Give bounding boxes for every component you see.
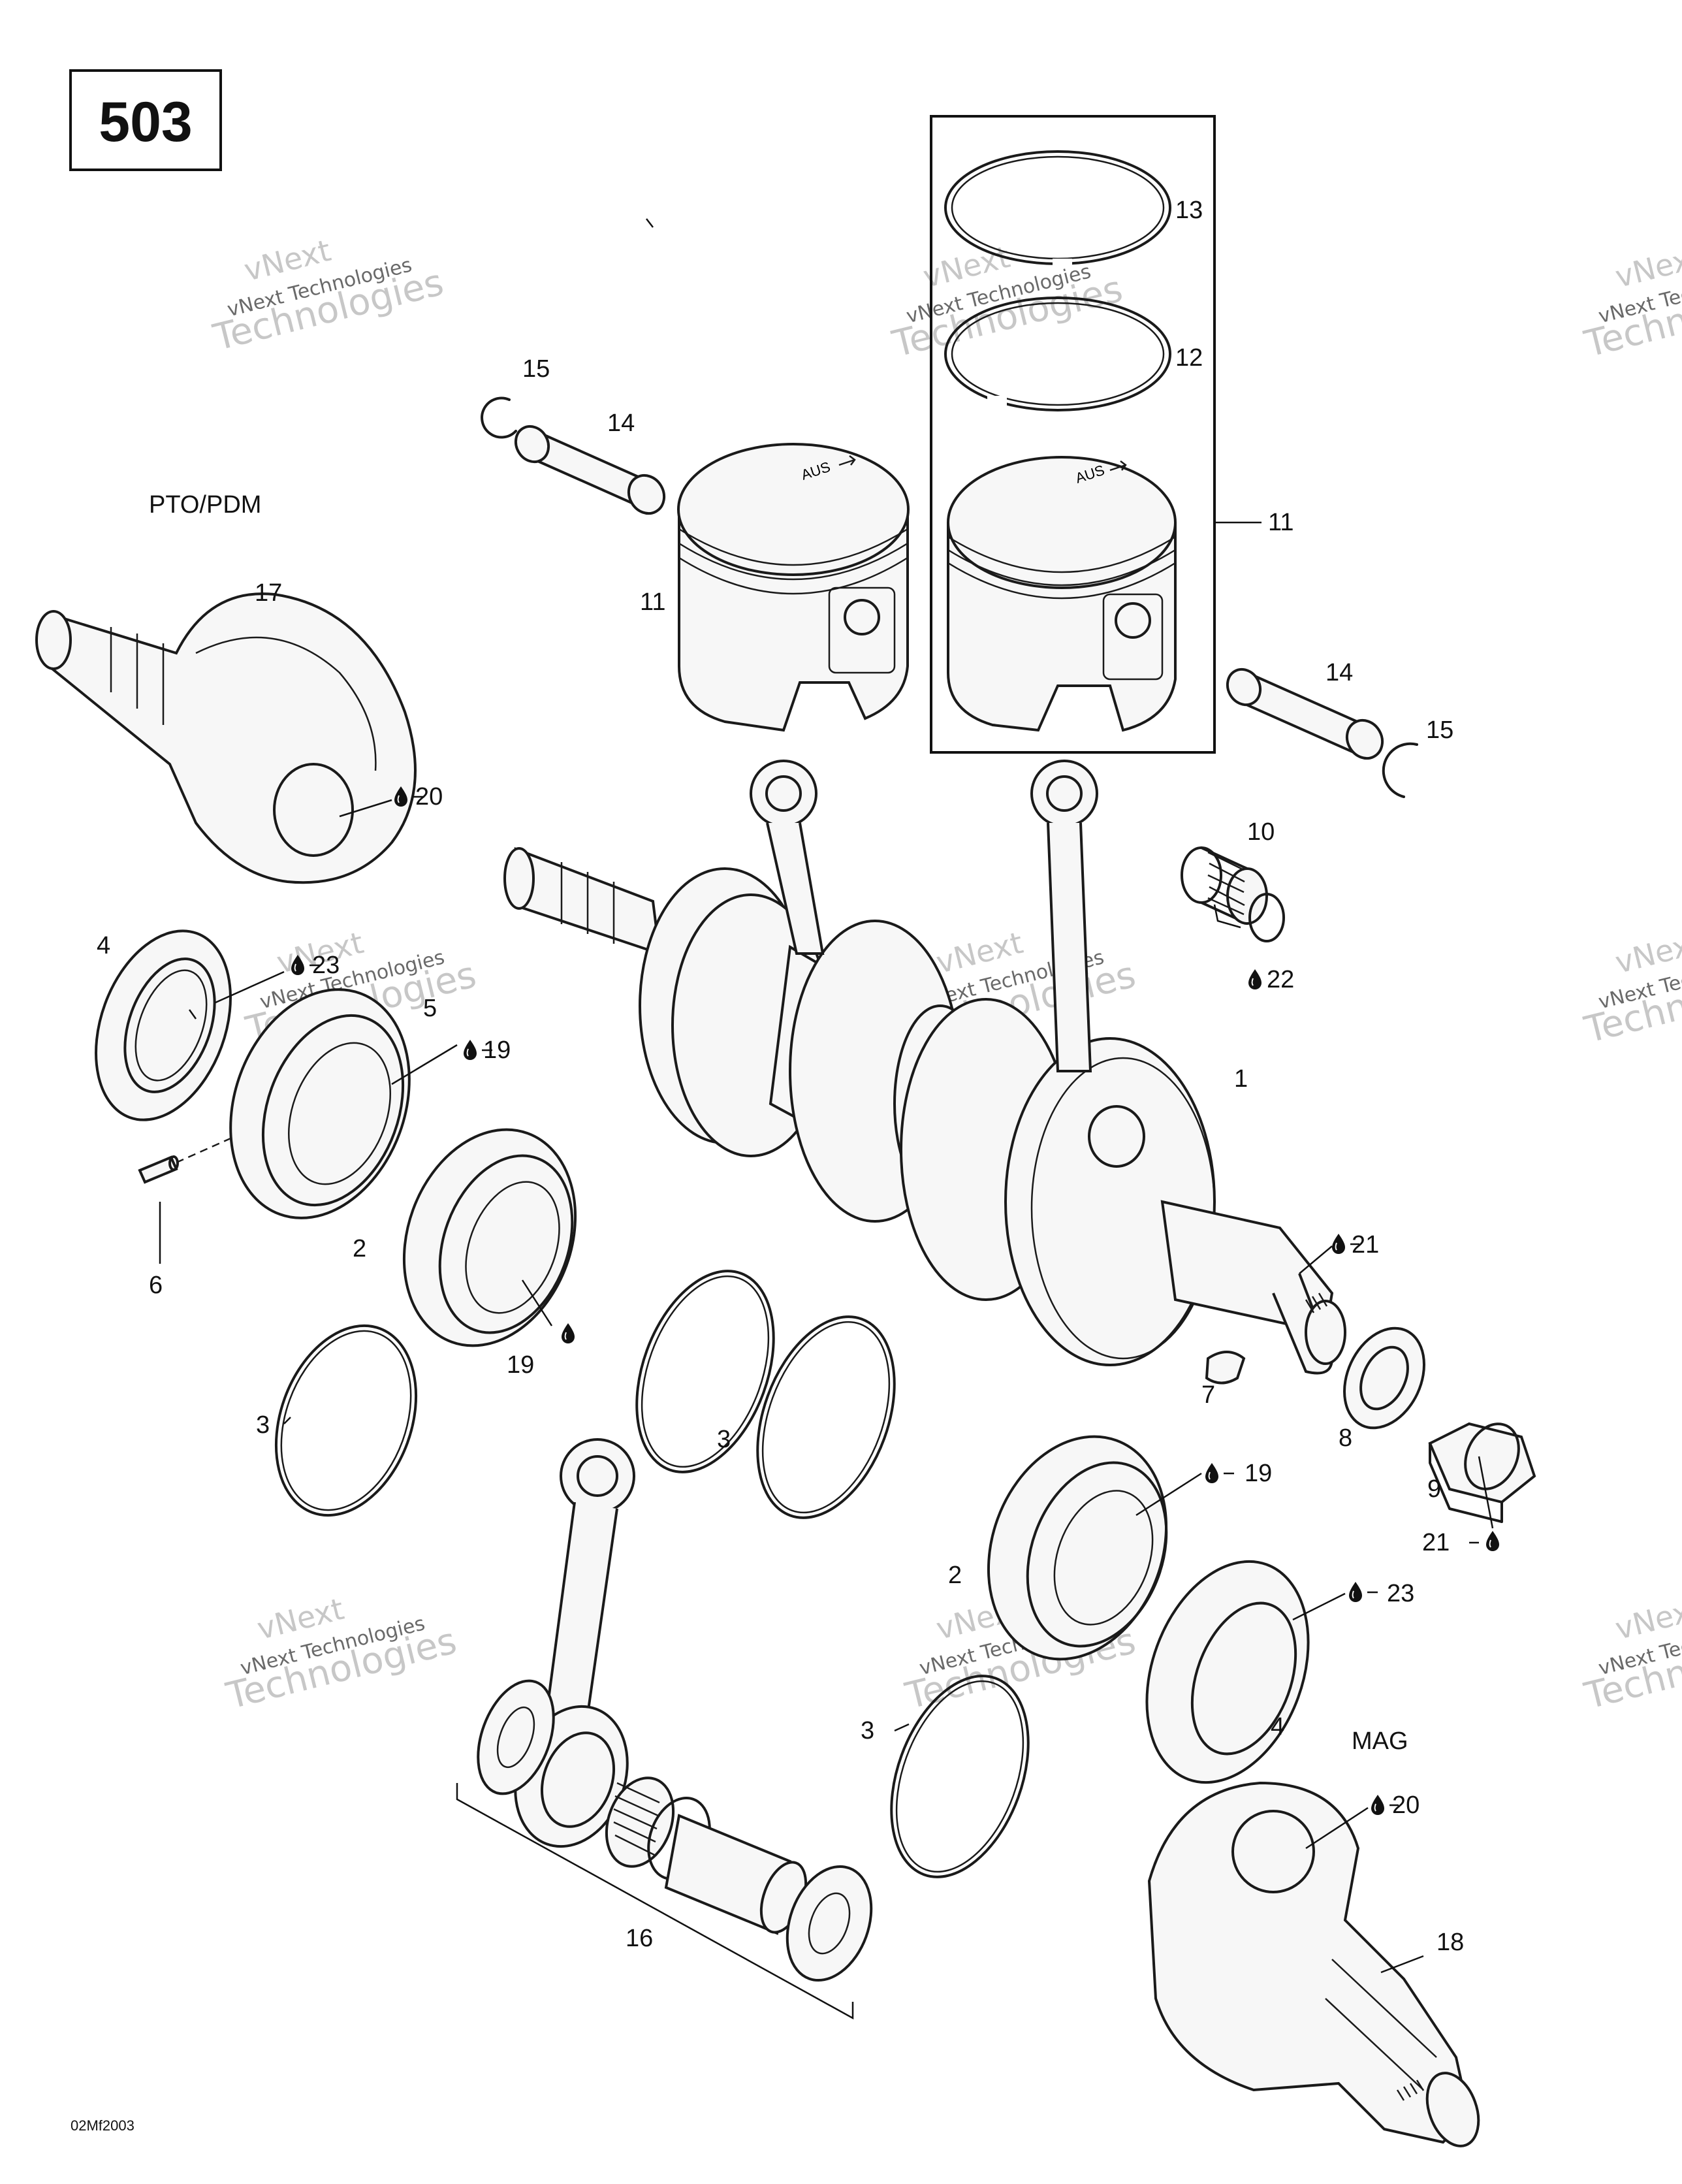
callout-8: 8 — [1339, 1424, 1352, 1452]
lubricant-drop-icon — [561, 1323, 575, 1344]
callout-22: 22 — [1267, 966, 1294, 993]
o-ring-3-left — [274, 1324, 418, 1517]
leader-lines — [159, 218, 1494, 1974]
callout-23-right: 23 — [1387, 1580, 1414, 1607]
callout-19-right: 19 — [1245, 1460, 1272, 1487]
bearing-5 — [229, 988, 411, 1219]
lubricant-drop-icon — [1205, 1462, 1219, 1484]
circlip-right — [1382, 742, 1418, 798]
callout-2-right: 2 — [948, 1562, 962, 1589]
oil-seal-4-right — [1145, 1560, 1310, 1784]
pto-crank-half-17 — [35, 592, 417, 884]
callout-11-kit: 11 — [1268, 509, 1293, 536]
watermark-brand: vNext — [1611, 239, 1682, 295]
callout-6: 6 — [149, 1272, 163, 1299]
callout-14-right: 14 — [1325, 659, 1353, 686]
mag-side-label: MAG — [1352, 1727, 1408, 1755]
watermark-brand: vNext — [1611, 925, 1682, 980]
piston-pin-top — [514, 425, 666, 515]
callout-18: 18 — [1436, 1929, 1464, 1956]
connecting-rod-kit-16 — [456, 1438, 873, 2020]
piston-pin-right — [1226, 667, 1384, 760]
callout-15-right: 15 — [1426, 716, 1453, 744]
callout-3-bottom: 3 — [861, 1717, 874, 1744]
lubricant-drop-icon — [1248, 969, 1262, 990]
lubricant-drop-icon — [1348, 1581, 1363, 1603]
callout-19-lower: 19 — [507, 1351, 534, 1379]
dowel-pin-6 — [138, 1135, 236, 1184]
needle-cage — [605, 1776, 711, 1880]
callout-11-left: 11 — [640, 588, 665, 616]
callout-3-left: 3 — [256, 1411, 270, 1439]
lubricant-drop-icon — [1371, 1794, 1385, 1816]
lock-washer-8 — [1343, 1326, 1425, 1430]
callout-9: 9 — [1427, 1475, 1441, 1503]
conrod-on-crank-left — [750, 760, 825, 955]
callout-13: 13 — [1175, 197, 1203, 224]
callout-5: 5 — [423, 995, 437, 1022]
piston-ring-12 — [944, 297, 1171, 411]
callout-14-top: 14 — [607, 410, 635, 437]
pto-side-label: PTO/PDM — [149, 491, 261, 519]
o-ring-3-bottom — [890, 1675, 1030, 1878]
drawing-code: 02Mf2003 — [71, 2117, 135, 2134]
ball-bearing-2-right — [987, 1435, 1168, 1661]
callout-4-right: 4 — [1271, 1713, 1284, 1741]
ball-bearing-2-left — [402, 1128, 577, 1347]
o-ring-3-mid-a — [635, 1270, 775, 1473]
callout-4-left: 4 — [97, 932, 110, 959]
lubricant-drop-icon — [463, 1039, 477, 1061]
callout-16: 16 — [626, 1925, 653, 1952]
callout-10: 10 — [1247, 818, 1275, 846]
piston-ring-13 — [944, 150, 1171, 266]
piston-kit-frame — [930, 115, 1216, 754]
callout-17: 17 — [255, 579, 282, 607]
lubricant-drop-icon — [1331, 1233, 1346, 1255]
callout-labels: 13 12 11 11 15 14 14 15 10 22 17 20 4 23… — [97, 197, 1479, 1956]
callout-7: 7 — [1201, 1381, 1215, 1409]
crankshaft-assembly-1 — [503, 760, 1346, 1375]
piston-kit-group: AUS — [930, 115, 1216, 754]
needle-bearing-10 — [1181, 846, 1285, 942]
nut-9 — [1428, 1422, 1536, 1523]
diagram-number: 503 — [99, 91, 193, 153]
o-ring-3-mid-b — [756, 1315, 896, 1519]
watermark-brand: vNext — [1611, 1591, 1682, 1646]
callout-3-mid: 3 — [717, 1426, 731, 1453]
diagram-number-box: 503 — [69, 69, 222, 171]
callout-2-left: 2 — [353, 1235, 366, 1262]
conrod-on-crank-right — [1030, 760, 1098, 1072]
callout-1: 1 — [1234, 1065, 1248, 1093]
mag-crank-half-18 — [1147, 1781, 1480, 2147]
woodruff-key-7 — [1205, 1351, 1246, 1385]
oil-seal-4-left — [95, 929, 232, 1121]
callout-21-nut: 21 — [1422, 1529, 1450, 1556]
callout-15-top: 15 — [522, 355, 550, 383]
piston-left: AUS — [677, 443, 910, 732]
callout-12: 12 — [1175, 344, 1203, 372]
circlip-top — [481, 396, 517, 439]
lubricant-drop-icon — [1485, 1530, 1500, 1552]
piston-in-kit: AUS — [947, 456, 1177, 732]
